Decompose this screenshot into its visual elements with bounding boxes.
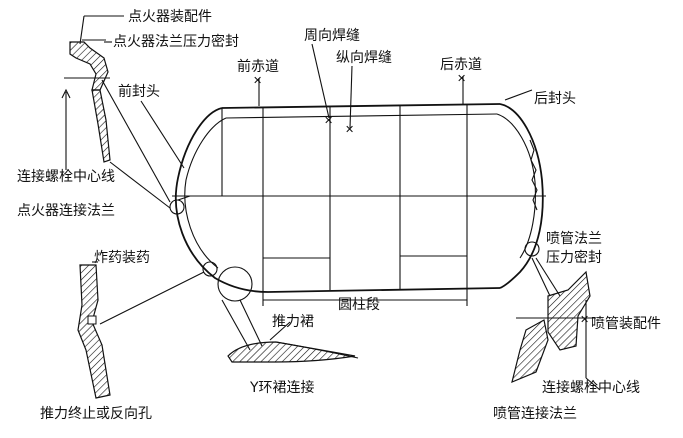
- igniter-flange-circle: [169, 199, 185, 215]
- explosive-circle: [202, 261, 218, 277]
- label-nozzle-flange-seal-1: 喷管法兰: [546, 231, 602, 247]
- svg-text:✕: ✕: [253, 74, 262, 87]
- label-explosive-charge: 炸药装药: [94, 250, 150, 266]
- label-igniter-fitting: 点火器装配件: [128, 9, 212, 25]
- rear-dome-outline: [499, 103, 544, 289]
- label-bolt-centerline-right: 连接螺栓中心线: [542, 379, 640, 396]
- y-ring-circle: [217, 266, 253, 302]
- cylinder-bottom-line: [267, 287, 501, 293]
- label-rear-equator: 后赤道: [440, 57, 482, 73]
- label-thrust-skirt: 推力裙: [272, 314, 314, 330]
- label-y-ring: Y环裙连接: [249, 379, 315, 396]
- svg-text:✕: ✕: [345, 123, 354, 136]
- explosive-detail: [77, 261, 205, 399]
- y-ring-detail: [221, 299, 359, 363]
- label-igniter-flange-seal: 点火器法兰压力密封: [113, 33, 239, 50]
- label-long-weld: 纵向焊缝: [336, 50, 392, 66]
- igniter-detail: [61, 15, 124, 170]
- svg-text:✕: ✕: [580, 313, 589, 326]
- nozzle-detail: ✕: [511, 257, 601, 391]
- nozzle-flange-circle: [524, 241, 540, 257]
- label-cylinder: 圆柱段: [338, 297, 380, 313]
- label-igniter-flange: 点火器连接法兰: [17, 202, 115, 219]
- cylinder-dimension: [262, 289, 468, 306]
- label-circ-weld: 周向焊缝: [304, 28, 360, 44]
- label-front-dome: 前封头: [118, 83, 160, 100]
- label-rear-dome: 后封头: [534, 91, 576, 107]
- svg-text:✕: ✕: [457, 72, 466, 85]
- label-nozzle-flange: 喷管连接法兰: [493, 405, 577, 422]
- label-front-equator: 前赤道: [237, 58, 279, 75]
- vessel-body: [172, 103, 546, 293]
- label-nozzle-fitting: 喷管装配件: [591, 316, 661, 332]
- weld-markers: ✕ ✕ ✕ ✕: [253, 43, 466, 136]
- label-nozzle-flange-seal-2: 压力密封: [546, 249, 602, 266]
- svg-text:✕: ✕: [324, 114, 333, 127]
- front-dome-outline: [174, 107, 269, 293]
- cylinder-top-line: [221, 103, 501, 109]
- label-bolt-centerline-left: 连接螺栓中心线: [17, 168, 115, 185]
- label-thrust-termination: 推力终止或反向孔: [40, 406, 152, 422]
